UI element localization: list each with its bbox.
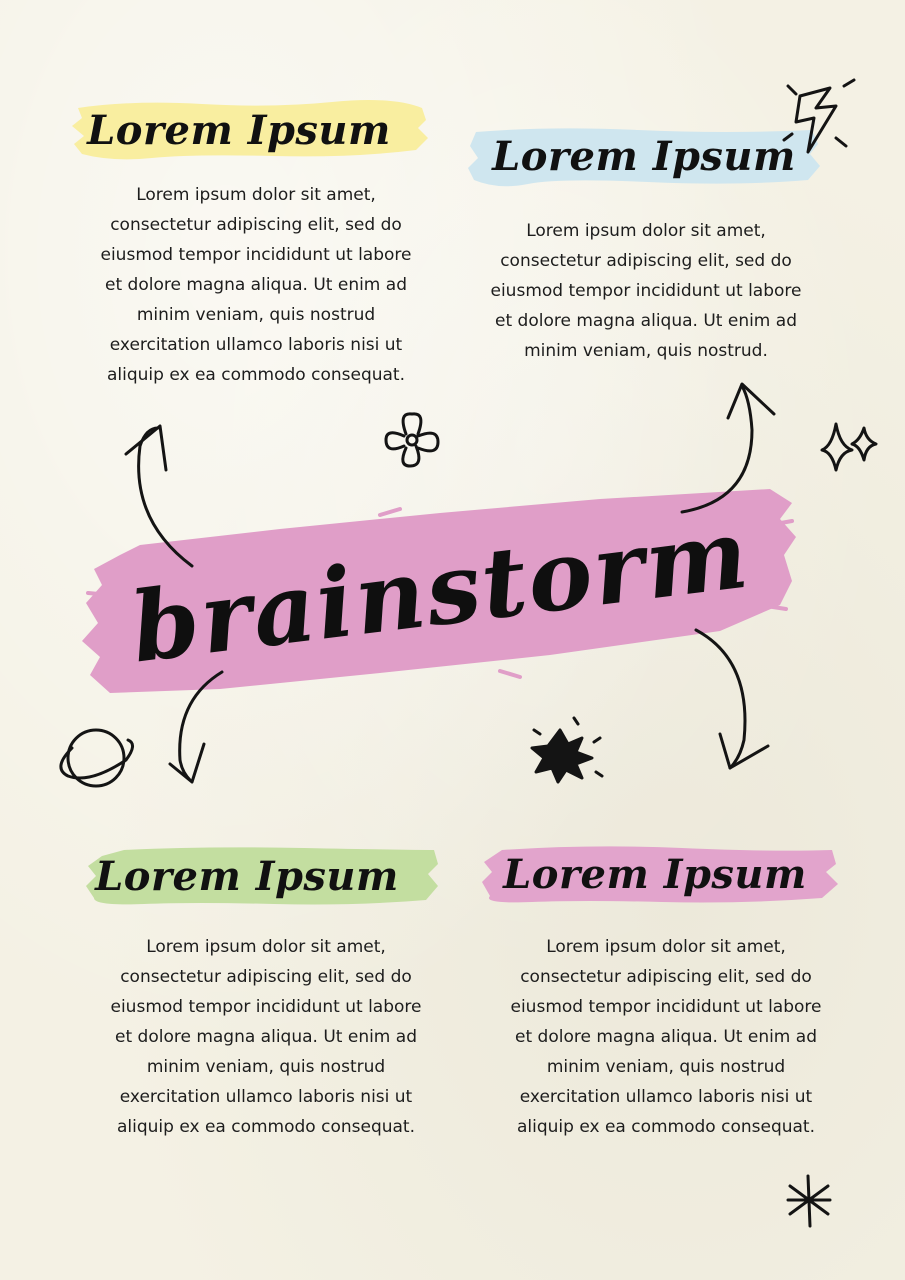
card-title-bottom-left: Lorem Ipsum [84, 844, 440, 908]
card-body-top-left: Lorem ipsum dolor sit amet, consectetur … [100, 185, 412, 385]
card-title-text: Lorem Ipsum [87, 106, 391, 154]
pink-brush-stroke [82, 489, 796, 693]
pink-brush-stroke [482, 846, 838, 903]
card-title-text: Lorem Ipsum [503, 850, 807, 898]
yellow-brush-stroke [72, 100, 428, 160]
card-body-top-right: Lorem ipsum dolor sit amet, consectetur … [490, 221, 802, 361]
central-topic: brainstorm [80, 485, 800, 695]
card-title-top-right: Lorem Ipsum [468, 124, 820, 188]
card-title-top-left: Lorem Ipsum [72, 98, 428, 162]
blue-brush-stroke [468, 128, 820, 187]
card-body-bottom-left: Lorem ipsum dolor sit amet, consectetur … [110, 937, 422, 1137]
card-title-text: Lorem Ipsum [95, 852, 399, 900]
card-body-bottom-right: Lorem ipsum dolor sit amet, consectetur … [510, 937, 822, 1137]
green-brush-stroke [86, 847, 438, 905]
card-title-text: Lorem Ipsum [492, 132, 796, 180]
card-title-bottom-right: Lorem Ipsum [482, 842, 838, 906]
